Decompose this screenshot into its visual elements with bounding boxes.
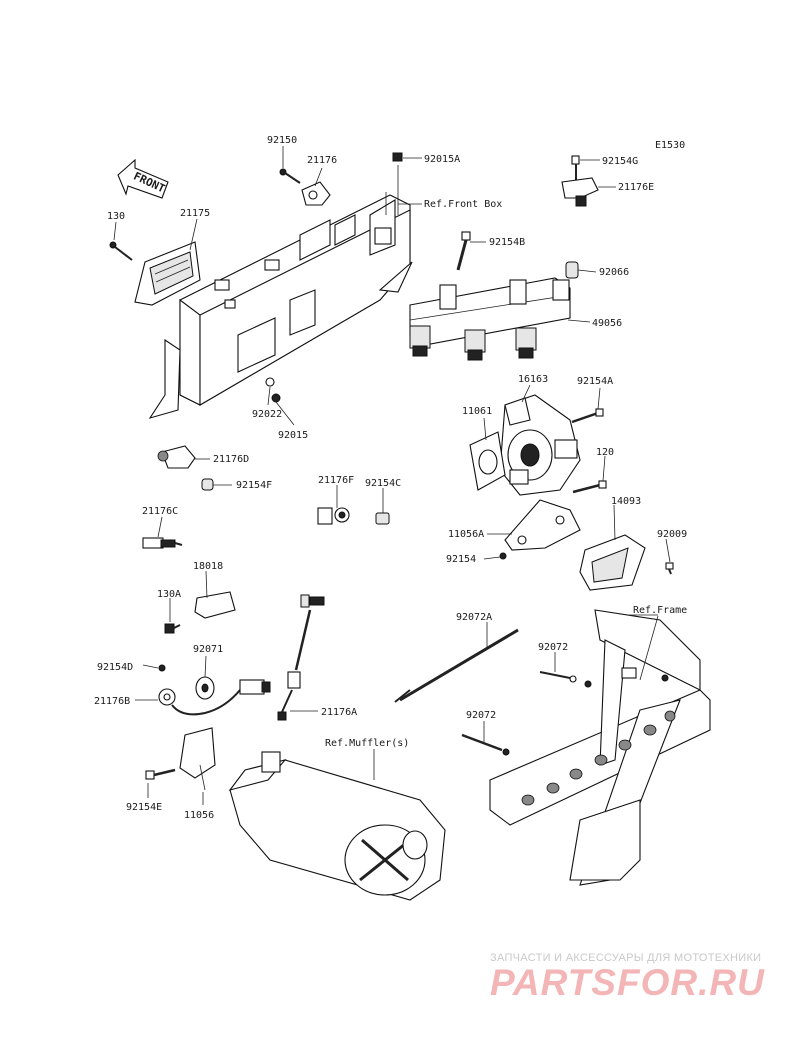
bolt-92154B-part xyxy=(456,231,471,271)
part-number-label: 92154G xyxy=(602,156,638,167)
injector-part xyxy=(409,325,431,357)
part-number-label: 130A xyxy=(157,589,181,600)
ref-frame: Ref.Frame xyxy=(633,605,687,616)
part-number-label: 92154C xyxy=(365,478,401,489)
part-number-label: 92072 xyxy=(538,642,568,653)
part-number-label: 11061 xyxy=(462,406,492,417)
bolt-92154E-part xyxy=(145,768,176,780)
bolt-92009-part xyxy=(665,562,674,575)
bolt-92154A-part xyxy=(571,408,604,424)
part-number-label: 49056 xyxy=(592,318,622,329)
diagram-code: E1530 xyxy=(655,140,685,151)
nut-92015A-part xyxy=(392,152,403,162)
part-number-label: 92015 xyxy=(278,430,308,441)
frame-part xyxy=(489,609,711,886)
bolt-130A-part xyxy=(164,623,181,634)
washer-92154D-part xyxy=(158,664,166,672)
sensor-21176C-part xyxy=(142,537,183,549)
part-number-label: 21176A xyxy=(321,707,357,718)
fuel-rail-49056-part xyxy=(409,277,571,361)
part-number-label: 92072 xyxy=(466,710,496,721)
throttle-body-16163-part xyxy=(499,394,581,496)
washer-92022-part xyxy=(265,377,275,387)
part-number-label: 16163 xyxy=(518,374,548,385)
nut-92154C-part xyxy=(375,512,390,525)
part-number-label: 21176D xyxy=(213,454,249,465)
injector-part xyxy=(464,329,486,361)
part-number-label: 21176C xyxy=(142,506,178,517)
watermark-logo: PARTSFOR.RU xyxy=(490,962,765,1003)
grommet-92071-part xyxy=(195,676,215,700)
band-92072-part xyxy=(461,733,510,756)
part-number-label: 92015A xyxy=(424,154,460,165)
ref-mufflers: Ref.Muffler(s) xyxy=(325,738,409,749)
bracket-11056A-part xyxy=(504,499,581,551)
bolt-120-part xyxy=(572,480,607,494)
part-number-label: 11056A xyxy=(448,529,484,540)
part-number-label: 11056 xyxy=(184,810,214,821)
sensor-21176D-part xyxy=(157,445,196,469)
part-number-label: 18018 xyxy=(193,561,223,572)
part-number-label: 92066 xyxy=(599,267,629,278)
gasket-11061-part xyxy=(469,431,506,491)
part-number-label: 92154E xyxy=(126,802,162,813)
cap-92154F-part xyxy=(201,478,214,491)
bolt-92150-part xyxy=(279,168,301,184)
nut-92015-part xyxy=(271,393,281,403)
leader-lines xyxy=(113,146,671,805)
injector-part xyxy=(515,327,537,359)
part-number-label: 21176 xyxy=(307,155,337,166)
part-number-label: 92022 xyxy=(252,409,282,420)
bolt-92154-part xyxy=(499,552,507,560)
bracket-11056-part xyxy=(179,727,216,791)
o2-sensor-21176A-part xyxy=(277,594,325,721)
part-number-label: 21176B xyxy=(94,696,130,707)
part-number-label: 92154D xyxy=(97,662,133,673)
module-21175-part xyxy=(134,241,201,306)
front-arrow-icon: FRONT xyxy=(117,158,169,199)
part-number-label: 92154A xyxy=(577,376,613,387)
part-number-label: 92009 xyxy=(657,529,687,540)
part-number-label: 92154F xyxy=(236,480,272,491)
muffler-part xyxy=(228,751,446,901)
part-number-label: 92072A xyxy=(456,612,492,623)
sensor-21176E-part xyxy=(561,155,599,207)
band-92072-part xyxy=(539,671,577,683)
part-number-label: 92071 xyxy=(193,644,223,655)
part-number-label: 130 xyxy=(107,211,125,222)
part-number-label: 14093 xyxy=(611,496,641,507)
part-number-label: 21176F xyxy=(318,475,354,486)
band-92072A-part xyxy=(394,628,519,703)
sensor-21176F-part xyxy=(317,507,350,525)
bracket-18018-part xyxy=(194,591,236,619)
cover-14093-part xyxy=(579,534,646,591)
ref-front-box: Ref.Front Box xyxy=(424,199,502,210)
part-number-label: 92154 xyxy=(446,554,476,565)
sensor-21176-part xyxy=(301,181,331,206)
part-number-label: 21176E xyxy=(618,182,654,193)
cap-92066-part xyxy=(565,261,579,279)
part-number-label: 21175 xyxy=(180,208,210,219)
part-number-label: 92150 xyxy=(267,135,297,146)
electrical-box-part xyxy=(148,194,413,419)
bolt-130-part xyxy=(109,241,133,261)
watermark-tagline: ЗАПЧАСТИ И АКСЕССУАРЫ ДЛЯ МОТОТЕХНИКИ xyxy=(490,952,762,964)
part-number-label: 92154B xyxy=(489,237,525,248)
part-number-label: 120 xyxy=(596,447,614,458)
o2-sensor-21176B-part xyxy=(158,679,271,716)
